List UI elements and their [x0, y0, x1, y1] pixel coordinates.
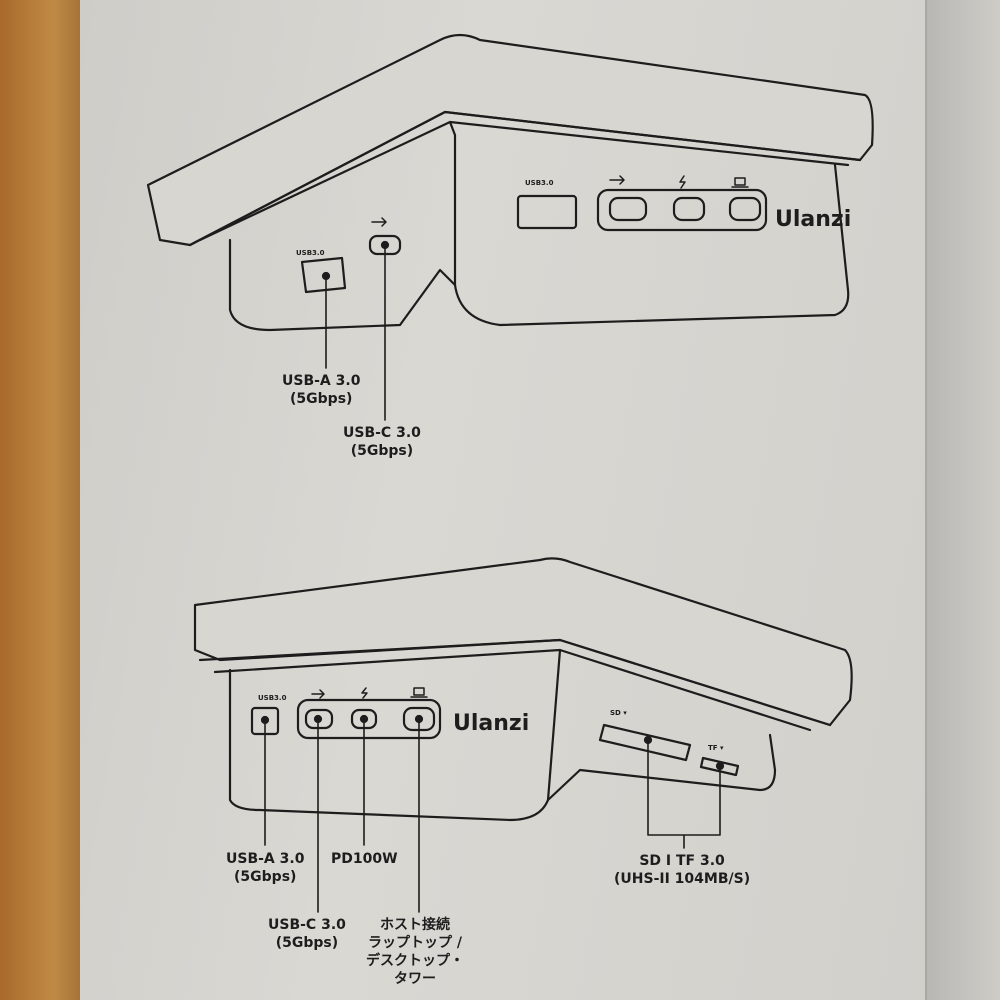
callout-pd: PD100W: [331, 850, 398, 868]
callout-line: (5Gbps): [350, 443, 414, 459]
lightning-icon: [679, 175, 686, 189]
adjacent-page: [925, 0, 1000, 1000]
port-group-frame: [596, 188, 768, 232]
callout-usb-c-top: USB-C 3.0 (5Gbps): [343, 424, 421, 460]
callout-line: ホスト接続: [380, 917, 450, 933]
port-group-frame: [296, 698, 442, 740]
callout-usb-a-top: USB-A 3.0 (5Gbps): [282, 372, 360, 408]
callout-line: PD100W: [331, 851, 398, 867]
wooden-table-background: [0, 0, 90, 1000]
laptop-icon: [731, 177, 749, 188]
callout-usb-a-bottom: USB-A 3.0 (5Gbps): [226, 850, 304, 886]
sd-slot: [598, 723, 692, 762]
callout-line: USB-C 3.0: [268, 917, 346, 933]
usb-a-port-side: [300, 256, 347, 294]
callout-line: USB-A 3.0: [282, 373, 361, 389]
lightning-icon: [361, 687, 368, 699]
usb-a-port-front: [516, 194, 578, 230]
callout-line: (5Gbps): [275, 935, 339, 951]
callout-line: SD I TF 3.0: [639, 853, 725, 869]
bottom-dock-drawing: USB3.0 Ulanzi SD ▾ TF ▾: [193, 557, 853, 913]
callout-line: (UHS-II 104MB/S): [614, 871, 751, 887]
brand-logo: Ulanzi: [775, 207, 851, 232]
tf-label: TF ▾: [708, 744, 724, 752]
laptop-icon: [410, 687, 428, 698]
callout-line: USB-C 3.0: [343, 425, 421, 441]
callout-line: (5Gbps): [234, 869, 297, 885]
usb3-label: USB3.0: [525, 179, 554, 187]
usb-icon: [609, 175, 625, 185]
usb3-label: USB3.0: [258, 694, 287, 702]
tf-slot: [699, 756, 740, 777]
callout-host: ホスト接続 ラップトップ / デスクトップ・ タワー: [366, 916, 464, 988]
callout-line: USB-A 3.0: [226, 851, 305, 867]
callout-line: タワー: [394, 971, 436, 987]
callout-line: (5Gbps): [290, 391, 353, 407]
callout-usb-c-bottom: USB-C 3.0 (5Gbps): [268, 916, 346, 952]
callout-card-reader: SD I TF 3.0 (UHS-II 104MB/S): [614, 852, 750, 888]
usb-icon: [311, 689, 325, 699]
side-usb3-label: USB3.0: [296, 249, 325, 257]
callout-line: ラップトップ /: [368, 935, 462, 951]
callout-line: デスクトップ・: [366, 953, 464, 969]
brand-logo: Ulanzi: [453, 711, 529, 736]
top-dock-drawing: USB3.0 Ulanzi USB3.0: [146, 33, 874, 421]
sd-label: SD ▾: [610, 709, 627, 717]
